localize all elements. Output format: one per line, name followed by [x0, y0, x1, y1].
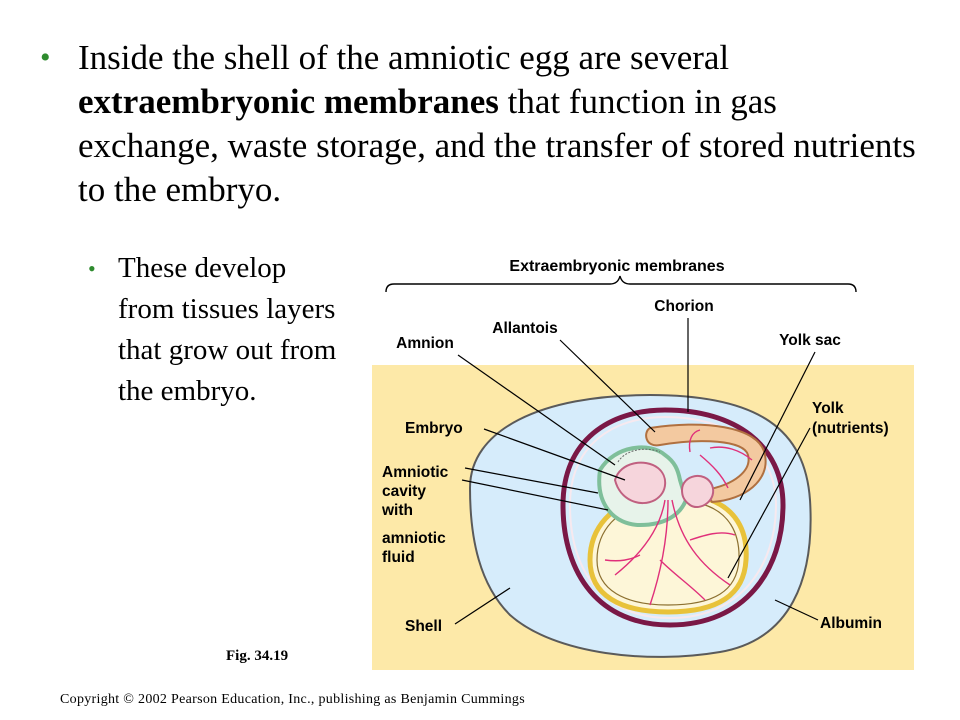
label-embryo: Embryo — [405, 420, 463, 437]
embryo-tail — [680, 475, 715, 508]
label-chorion: Chorion — [654, 298, 713, 315]
label-shell: Shell — [405, 618, 442, 635]
leader-lines — [454, 318, 819, 625]
embryo-surface — [617, 448, 661, 463]
allantois — [645, 423, 767, 504]
chorion — [560, 407, 786, 628]
label-cavity-3: with — [381, 502, 413, 519]
embryo — [613, 461, 667, 505]
header-bracket — [385, 275, 857, 293]
label-yolk-sac: Yolk sac — [779, 332, 841, 349]
blood-vessels — [604, 429, 753, 606]
copyright: Copyright © 2002 Pearson Education, Inc.… — [60, 692, 525, 707]
main-bullet-text: Inside the shell of the amniotic egg are… — [78, 36, 920, 212]
main-text-bold: extraembryonic membranes — [78, 82, 499, 121]
header-label: Extraembryonic membranes — [509, 258, 724, 275]
label-cavity-1: Amniotic — [382, 464, 449, 481]
label-yolk-2: (nutrients) — [812, 420, 889, 437]
sub-bullet-text: These develop from tissues layers that g… — [118, 252, 337, 407]
main-text-start: Inside the shell of the amniotic egg are… — [78, 38, 730, 77]
label-cavity-5: fluid — [382, 549, 415, 566]
sub-bullet: • These develop from tissues layers that… — [88, 248, 338, 412]
label-yolk-1: Yolk — [812, 400, 844, 417]
label-cavity-2: cavity — [382, 483, 426, 500]
label-cavity-4: amniotic — [382, 530, 446, 547]
label-albumin: Albumin — [820, 615, 882, 632]
label-amnion: Amnion — [396, 335, 454, 352]
main-text-end: that function in gas exchange, waste sto… — [78, 82, 916, 209]
bullet-dot: • — [40, 41, 51, 74]
figure-label: Fig. 34.19 — [226, 648, 289, 664]
label-allantois: Allantois — [492, 320, 557, 337]
sub-bullet-dot: • — [88, 256, 96, 281]
main-bullet: • Inside the shell of the amniotic egg a… — [40, 36, 920, 212]
